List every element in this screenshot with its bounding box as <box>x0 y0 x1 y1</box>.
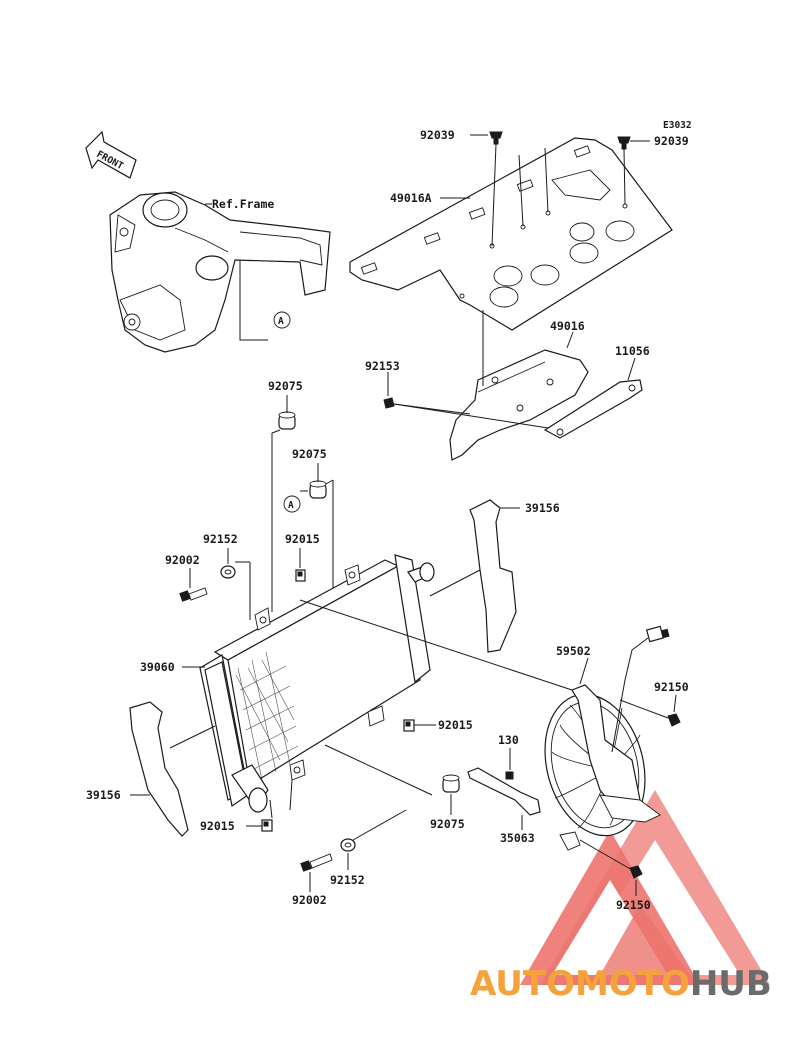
watermark-text-orange: AUTOMOTO <box>470 964 690 1004</box>
label-92002-top: 92002 <box>165 553 200 567</box>
cover-49016A: 49016A <box>349 137 673 331</box>
marker-a-bottom: A <box>288 500 294 511</box>
label-92150-bottom: 92150 <box>616 898 651 912</box>
radiator-core-fins <box>235 651 299 781</box>
radiator-39060: 39060 <box>140 554 573 813</box>
bolt-92002-bottom: 92002 <box>292 853 333 907</box>
label-92153: 92153 <box>365 359 400 373</box>
label-49016A: 49016A <box>390 191 432 205</box>
watermark-text: AUTOMOTOHUB <box>470 964 772 1004</box>
fastener-92039-left: 92039 <box>420 128 503 247</box>
label-59502: 59502 <box>556 644 591 658</box>
label-11056: 11056 <box>615 344 650 358</box>
label-39156-left: 39156 <box>86 788 121 802</box>
grommet-92075-top: 92075 <box>268 379 303 612</box>
fan-59502: 59502 <box>544 625 670 851</box>
grommet-92075-bottom: 92075 <box>430 774 465 831</box>
ref-frame-label: Ref.Frame <box>212 197 274 211</box>
fastener-92039-right: 92039 <box>617 134 689 205</box>
label-92015-bottom: 92015 <box>200 819 235 833</box>
label-92015-top: 92015 <box>285 532 320 546</box>
stay-35063: 35063 <box>467 767 541 845</box>
label-92152-bottom: 92152 <box>330 873 365 887</box>
bracket-11056: 11056 <box>543 344 650 439</box>
bolt-130: 130 <box>498 733 519 780</box>
label-92039-left: 92039 <box>420 128 455 142</box>
label-92152-top: 92152 <box>203 532 238 546</box>
bolt-92002-top: 92002 <box>165 553 208 602</box>
bolt-92153: 92153 <box>365 359 549 429</box>
marker-a-top: A <box>278 316 284 327</box>
label-92039-right: 92039 <box>654 134 689 148</box>
label-92150-top: 92150 <box>654 680 689 694</box>
front-arrow: FRONT <box>85 130 137 179</box>
frame-assembly: Ref.Frame A <box>109 191 331 353</box>
clip-92015-mid: 92015 <box>403 718 473 732</box>
label-35063: 35063 <box>500 831 535 845</box>
label-92075-top: 92075 <box>268 379 303 393</box>
label-92075-bottom: 92075 <box>430 817 465 831</box>
label-39060: 39060 <box>140 660 175 674</box>
clip-92015-bottom: 92015 <box>200 779 293 833</box>
washer-92152-top: 92152 <box>203 532 251 620</box>
diagram-code: E3032 <box>663 120 692 131</box>
watermark-text-gray: HUB <box>690 964 772 1004</box>
label-49016: 49016 <box>550 319 585 333</box>
grommet-92075-mid: 92075 A <box>283 447 334 590</box>
label-92015-mid: 92015 <box>438 718 473 732</box>
clip-92015-top: 92015 <box>285 532 320 582</box>
label-92075-mid: 92075 <box>292 447 327 461</box>
label-92002-bottom: 92002 <box>292 893 327 907</box>
shroud-39156-left: 39156 <box>86 701 216 837</box>
watermark-logo <box>520 790 770 985</box>
nut-92150-top: 92150 <box>619 680 689 727</box>
washer-92152-bottom: 92152 <box>330 809 407 887</box>
cover-49016: 49016 <box>449 310 589 461</box>
label-130: 130 <box>498 733 519 747</box>
shroud-39156-right: 39156 <box>429 499 560 653</box>
svg-text:AUTOMOTOHUB: AUTOMOTOHUB <box>470 964 772 1004</box>
label-39156-right: 39156 <box>525 501 560 515</box>
nut-92150-bottom: 92150 <box>579 839 651 912</box>
